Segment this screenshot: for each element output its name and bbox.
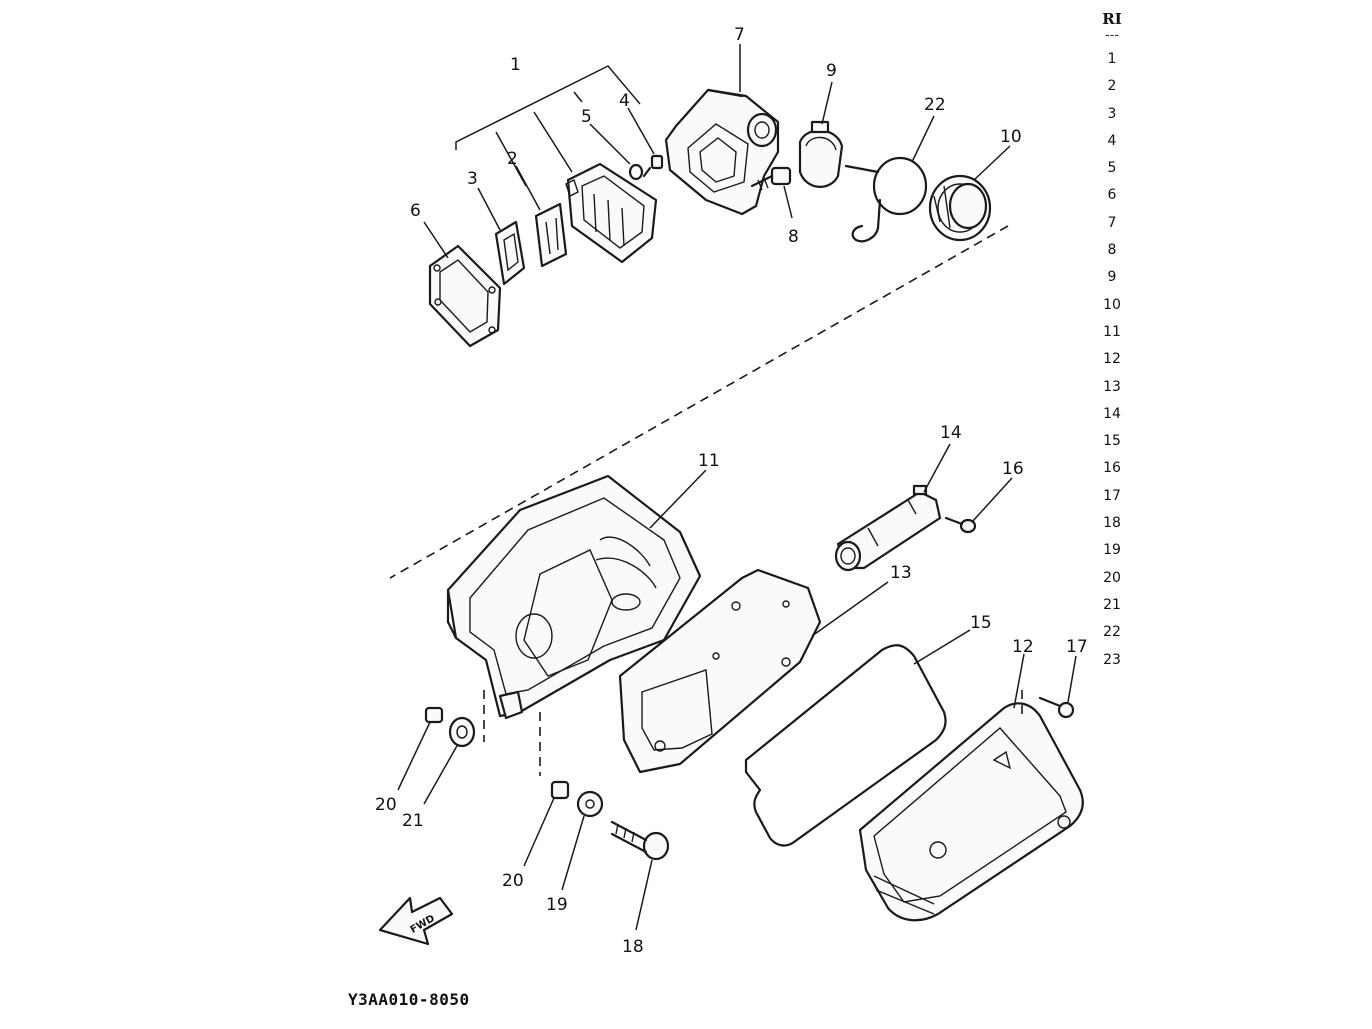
callout-4: 4 xyxy=(619,91,630,111)
callout-10: 10 xyxy=(1000,127,1022,147)
ref-number: 15 xyxy=(1103,433,1121,450)
element-plate-13 xyxy=(618,568,822,774)
callout-9: 9 xyxy=(826,61,837,81)
ref-number: 22 xyxy=(1103,624,1121,641)
hose-clamp-9 xyxy=(798,120,844,188)
callout-8: 8 xyxy=(788,227,799,247)
callout-17: 17 xyxy=(1066,637,1088,657)
callout-13: 13 xyxy=(890,563,912,583)
ref-number: 6 xyxy=(1107,187,1117,204)
installation-dashline-upper xyxy=(389,225,1009,579)
callout-19: 19 xyxy=(546,895,568,915)
callout-20-lower: 20 xyxy=(502,871,524,891)
callout-2: 2 xyxy=(507,149,518,169)
collar-20-lower xyxy=(550,780,570,800)
ref-number: 19 xyxy=(1103,542,1121,559)
ref-number: 11 xyxy=(1103,323,1121,340)
spring-22 xyxy=(844,156,928,243)
screw-16 xyxy=(944,516,977,534)
bolt-8 xyxy=(750,166,792,191)
ref-number: 23 xyxy=(1103,651,1121,668)
screw-17 xyxy=(1021,690,1075,719)
callout-5: 5 xyxy=(581,107,592,127)
washer-5 xyxy=(628,163,644,181)
ref-number: 21 xyxy=(1103,596,1121,613)
ref-number: 9 xyxy=(1107,269,1117,286)
ref-number: 2 xyxy=(1107,78,1117,95)
ref-number: 13 xyxy=(1103,378,1121,395)
callout-22: 22 xyxy=(924,95,946,115)
callout-20-left: 20 xyxy=(375,795,397,815)
forward-direction-arrow: FWD xyxy=(378,896,454,946)
ref-number: 8 xyxy=(1107,242,1117,259)
ref-number: 20 xyxy=(1103,569,1121,586)
reed-valve-block xyxy=(565,162,658,264)
collar-20-left xyxy=(424,706,444,724)
gasket-6 xyxy=(428,244,502,348)
ref-number: 10 xyxy=(1103,296,1121,313)
ref-number: 1 xyxy=(1107,51,1117,67)
leader-lines xyxy=(397,44,1077,931)
bolt-18 xyxy=(610,820,670,861)
ref-number: 7 xyxy=(1107,214,1117,231)
intake-duct-14 xyxy=(834,484,942,572)
callout-1: 1 xyxy=(510,55,521,75)
ref-number: 12 xyxy=(1103,351,1121,368)
callout-12: 12 xyxy=(1012,637,1034,657)
callout-11: 11 xyxy=(698,451,720,471)
air-cleaner-case-11 xyxy=(446,474,702,720)
ref-number: 18 xyxy=(1103,515,1121,532)
callout-numbers: 1 2 3 4 5 6 7 8 9 10 11 12 13 14 15 16 1… xyxy=(375,25,1088,957)
drawing-code: Y3AA010-8050 xyxy=(348,990,470,1009)
reed-stopper-3 xyxy=(494,220,526,286)
ref-number: 14 xyxy=(1103,405,1121,422)
callout-6: 6 xyxy=(410,201,421,221)
callout-7: 7 xyxy=(734,25,745,45)
ref-number: 5 xyxy=(1107,160,1117,177)
ref-number: 4 xyxy=(1107,132,1117,149)
group-bracket-1 xyxy=(455,65,641,187)
callout-18: 18 xyxy=(622,937,644,957)
screw-4 xyxy=(642,154,664,178)
callout-21: 21 xyxy=(402,811,424,831)
washer-19 xyxy=(576,790,604,818)
intake-manifold-7 xyxy=(664,88,780,216)
callout-14: 14 xyxy=(940,423,962,443)
seal-15 xyxy=(744,644,947,847)
reed-petal-2 xyxy=(534,202,568,268)
grommet-21 xyxy=(448,716,476,748)
cover-12 xyxy=(858,702,1084,922)
callout-3: 3 xyxy=(467,169,478,189)
ref-column-header: RI xyxy=(1102,10,1122,28)
callout-16: 16 xyxy=(1002,459,1024,479)
ref-number: 17 xyxy=(1103,487,1121,504)
callout-15: 15 xyxy=(970,613,992,633)
ref-number: 16 xyxy=(1103,460,1121,477)
ref-column-separator: --- xyxy=(1104,28,1120,43)
ref-number: 3 xyxy=(1107,105,1117,122)
rubber-joint-10 xyxy=(928,174,992,242)
